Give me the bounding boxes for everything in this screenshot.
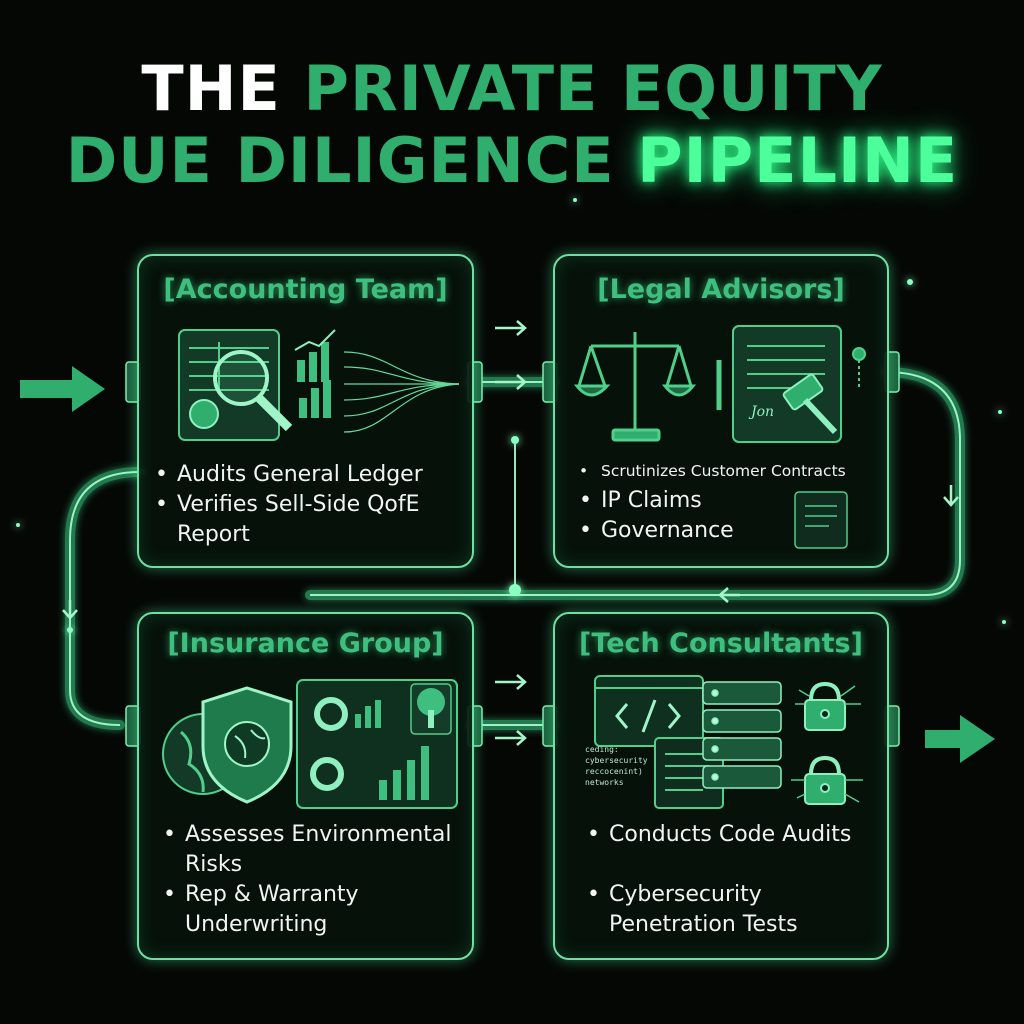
card-title: [Tech Consultants] bbox=[579, 628, 863, 659]
card-tech-consultants: [Tech Consultants] bbox=[553, 612, 889, 960]
card-insurance-group: [Insurance Group] bbox=[137, 612, 474, 960]
bullet-item: IP Claims bbox=[577, 486, 887, 516]
code-line: cybersecurity bbox=[585, 756, 648, 765]
title-private-equity: PRIVATE EQUITY bbox=[303, 52, 883, 125]
lock-icon bbox=[795, 681, 861, 731]
pin-icon bbox=[852, 347, 866, 390]
magnifier-icon bbox=[213, 350, 293, 432]
shield-icon bbox=[201, 686, 293, 804]
bullet-item: Rep & Warranty Underwriting bbox=[161, 880, 473, 940]
bullet-list: Audits General Ledger Verifies Sell-Side… bbox=[153, 460, 453, 550]
card-legal-advisors: [Legal Advisors] Jon bbox=[553, 254, 889, 568]
data-stream-lines bbox=[343, 351, 460, 433]
lock-icon bbox=[791, 755, 863, 805]
card-title: [Insurance Group] bbox=[167, 628, 444, 659]
card-accounting-team: [Accounting Team] bbox=[137, 254, 474, 568]
bullet-item: Governance bbox=[577, 516, 887, 546]
title-pipeline: PIPELINE bbox=[637, 124, 959, 197]
code-snippet: ceding: cybersecurity reccocenint) netwo… bbox=[585, 744, 648, 788]
exit-arrow-icon bbox=[925, 715, 995, 763]
tech-illustration bbox=[594, 675, 863, 809]
contract-document-icon: Jon bbox=[716, 325, 842, 443]
insurance-illustration bbox=[162, 679, 458, 809]
page-title-line-1: THE PRIVATE EQUITY bbox=[0, 52, 1024, 126]
bullet-item: Audits General Ledger bbox=[153, 460, 453, 490]
bullet-item: Verifies Sell-Side QofE Report bbox=[153, 490, 453, 550]
accounting-illustration bbox=[178, 329, 460, 441]
title-the: THE bbox=[141, 52, 281, 125]
bullet-item: Cybersecurity Penetration Tests bbox=[585, 880, 885, 940]
legal-illustration: Jon bbox=[573, 325, 866, 443]
code-window-icon bbox=[594, 675, 704, 747]
bullet-item: Scrutinizes Customer Contracts bbox=[577, 456, 887, 486]
bullet-item: Assesses Environmental Risks bbox=[161, 820, 473, 880]
scales-of-justice-icon bbox=[573, 332, 697, 442]
page-title-line-2: DUE DILIGENCE PIPELINE bbox=[0, 124, 1024, 198]
bullet-list: Scrutinizes Customer Contracts IP Claims… bbox=[577, 456, 887, 546]
bullet-list: Assesses Environmental Risks Rep & Warra… bbox=[161, 820, 473, 940]
entry-arrow-icon bbox=[20, 366, 105, 412]
server-rack-icon bbox=[702, 681, 782, 789]
signature: Jon bbox=[748, 404, 774, 420]
code-line: reccocenint) bbox=[585, 767, 643, 776]
tree-icon bbox=[410, 683, 452, 735]
code-line: ceding: bbox=[585, 745, 619, 754]
bar-chart-icon bbox=[294, 329, 336, 418]
gavel-icon bbox=[782, 373, 838, 435]
card-title: [Accounting Team] bbox=[163, 274, 448, 305]
title-due-diligence: DUE DILIGENCE bbox=[65, 124, 615, 197]
code-line: networks bbox=[585, 778, 624, 787]
bullet-item: Conducts Code Audits bbox=[585, 820, 885, 850]
bullet-list: Conducts Code Audits Cybersecurity Penet… bbox=[585, 820, 885, 940]
card-title: [Legal Advisors] bbox=[597, 274, 845, 305]
